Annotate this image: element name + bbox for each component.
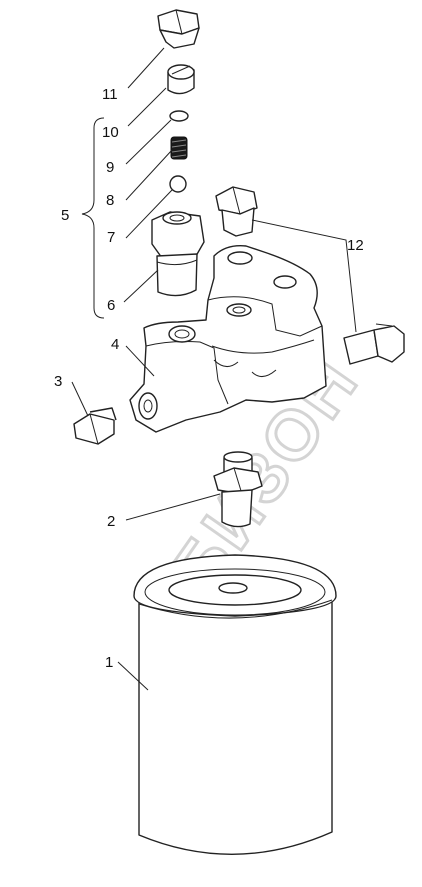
part-7-ball bbox=[169, 175, 187, 193]
callout-label: 8 bbox=[106, 192, 114, 209]
part-9-oring bbox=[169, 110, 189, 122]
callout-label: 3 bbox=[54, 373, 62, 390]
callout-label: 11 bbox=[102, 86, 118, 103]
callout-label: 1 bbox=[105, 654, 113, 671]
part-12-plug-side bbox=[343, 323, 405, 365]
callout-label: 5 bbox=[61, 207, 69, 224]
part-1-filter-canister bbox=[133, 554, 337, 855]
part-11-plug bbox=[157, 9, 200, 49]
callout-label: 2 bbox=[107, 513, 115, 530]
callout-label: 9 bbox=[106, 159, 114, 176]
callout-label: 6 bbox=[107, 297, 115, 314]
part-2-nipple bbox=[213, 451, 263, 528]
part-10-nut bbox=[167, 64, 195, 95]
group-5-brace bbox=[81, 117, 105, 319]
leader-lines bbox=[71, 47, 357, 691]
callout-labels: 11 10 9 8 7 5 6 12 4 3 2 1 bbox=[54, 86, 364, 671]
callout-label: 10 bbox=[102, 124, 119, 141]
part-3-plug bbox=[73, 407, 117, 445]
caption bbox=[4, 869, 418, 885]
part-8-spring bbox=[170, 136, 188, 160]
part-12-plug-top bbox=[215, 186, 258, 237]
callout-label: 12 bbox=[347, 237, 364, 254]
callout-label: 7 bbox=[107, 229, 115, 246]
part-6-valve-body bbox=[151, 211, 205, 297]
part-4-filter-head bbox=[129, 245, 327, 433]
callout-label: 4 bbox=[111, 336, 119, 353]
